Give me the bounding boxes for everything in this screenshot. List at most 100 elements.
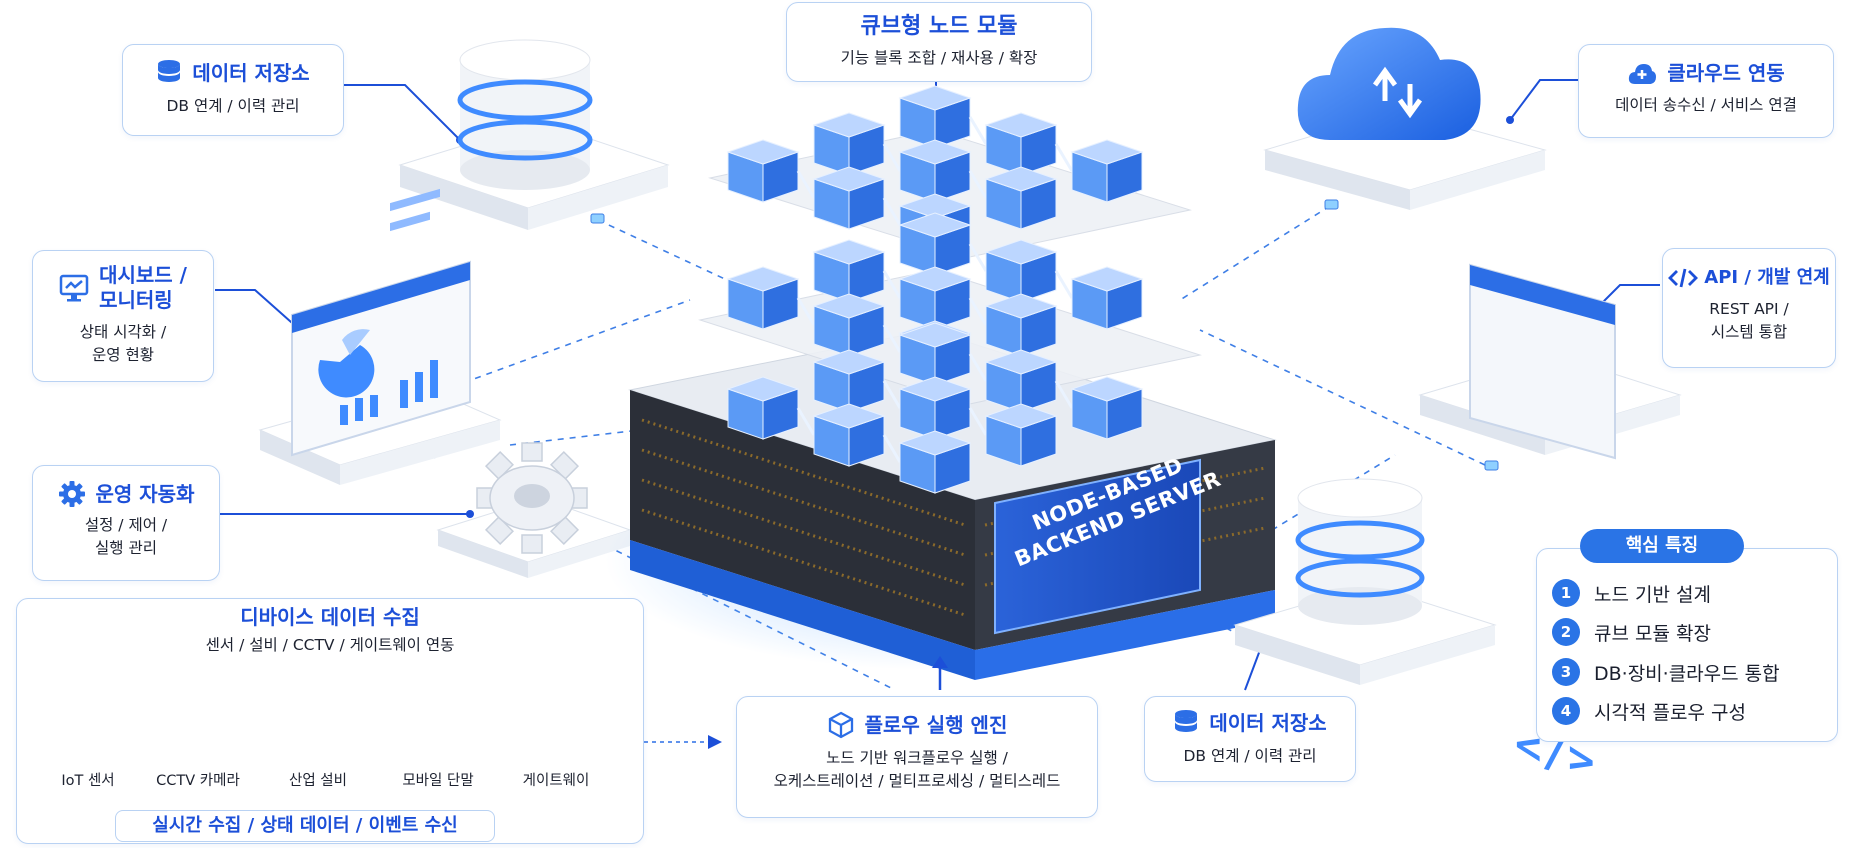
- api-sub-line1: REST API /: [1709, 299, 1789, 318]
- node-cube: [898, 212, 972, 276]
- cube-icon: [827, 711, 855, 739]
- node-cube: [984, 166, 1058, 230]
- device-label-machine: 산업 설비: [289, 773, 347, 789]
- gear-icon: [58, 480, 86, 508]
- node-cube: [984, 239, 1058, 303]
- cube-link: [968, 297, 988, 326]
- node-cube: [726, 376, 800, 440]
- node-cube: [984, 112, 1058, 176]
- cloud-illustration: [1263, 27, 1547, 210]
- dashboard-card: 대시보드 / 모니터링 상태 시각화 / 운영 현황: [32, 250, 214, 382]
- feature-number: 3: [1552, 658, 1580, 686]
- node-cube: [726, 139, 800, 203]
- features-title: 핵심 특징: [1580, 529, 1744, 563]
- cube-link: [968, 353, 988, 382]
- storage-bottom-card: 데이터 저장소 DB 연계 / 이력 관리: [1144, 696, 1356, 782]
- node-cube: [812, 112, 886, 176]
- cube-link: [968, 170, 988, 199]
- automation-sub-line2: 실행 관리: [95, 539, 157, 558]
- dashboard-title-line2: 모니터링: [99, 288, 173, 312]
- node-cube: [898, 430, 972, 494]
- cube-link: [882, 270, 902, 299]
- feature-label: 큐브 모듈 확장: [1594, 622, 1711, 645]
- database-icon: [156, 59, 182, 87]
- node-cube: [812, 166, 886, 230]
- feature-number: 4: [1552, 697, 1580, 725]
- code-window-illustration: </>: [1418, 263, 1682, 788]
- automation-sub-line1: 설정 / 제어 /: [84, 516, 168, 534]
- cloud-subtitle: 데이터 송수신 / 서비스 연결: [1615, 96, 1797, 114]
- storage-top-title: 데이터 저장소: [192, 60, 310, 85]
- cube-link: [882, 324, 902, 353]
- cube-link: [1054, 380, 1074, 409]
- cube-link: [796, 407, 816, 436]
- device-label-gateway: 게이트웨이: [522, 773, 590, 789]
- cloud-card: 클라우드 연동 데이터 송수신 / 서비스 연결: [1578, 44, 1834, 138]
- feature-item: 3 DB·장비·클라우드 통합: [1552, 658, 1780, 686]
- cube-link: [882, 380, 902, 409]
- feature-number: 1: [1552, 579, 1580, 607]
- devices-card: 디바이스 데이터 수집 센서 / 설비 / CCTV / 게이트웨이 연동: [16, 598, 644, 844]
- dashboard-title-line1: 대시보드 /: [99, 263, 187, 287]
- cloud-title: 클라우드 연동: [1667, 61, 1785, 85]
- arrow-to-engine: [708, 735, 722, 749]
- dashboard-sub-line1: 상태 시각화 /: [79, 323, 167, 341]
- cube-link: [882, 434, 902, 463]
- database-bottom-illustration: [1233, 478, 1497, 685]
- gear-illustration: [436, 442, 632, 578]
- node-cube: [726, 266, 800, 330]
- cube-module-subtitle: 기능 블록 조합 / 재사용 / 확장: [840, 48, 1038, 67]
- automation-title: 운영 자동화: [95, 481, 195, 506]
- node-cube: [898, 322, 972, 386]
- cube-link: [882, 197, 902, 226]
- cube-module-card: 큐브형 노드 모듈 기능 블록 조합 / 재사용 / 확장: [786, 2, 1092, 82]
- feature-item: 4 시각적 플로우 구성: [1552, 697, 1746, 725]
- storage-top-card: 데이터 저장소 DB 연계 / 이력 관리: [122, 44, 344, 136]
- cube-module-title: 큐브형 노드 모듈: [860, 14, 1018, 39]
- flow-engine-sub-line2: 오케스트레이션 / 멀티프로세싱 / 멀티스레드: [773, 772, 1061, 791]
- flow-engine-card: 플로우 실행 엔진 노드 기반 워크플로우 실행 / 오케스트레이션 / 멀티프…: [736, 696, 1098, 818]
- node-cube: [812, 349, 886, 413]
- features-card: [1536, 548, 1838, 742]
- node-cube: [1070, 376, 1144, 440]
- device-label-cctv: CCTV 카메라: [156, 773, 240, 789]
- cube-link: [1054, 270, 1074, 299]
- devices-subtitle: 센서 / 설비 / CCTV / 게이트웨이 연동: [205, 636, 455, 654]
- api-card: API / 개발 연계 REST API / 시스템 통합: [1662, 248, 1836, 368]
- cube-link: [796, 170, 816, 199]
- cube-link: [796, 297, 816, 326]
- node-cube: [984, 349, 1058, 413]
- node-cube: [898, 376, 972, 440]
- database-top-illustration: [398, 39, 670, 230]
- node-cube: [812, 403, 886, 467]
- storage-bottom-subtitle: DB 연계 / 이력 관리: [1183, 747, 1317, 765]
- automation-card: 운영 자동화 설정 / 제어 / 실행 관리: [32, 465, 220, 581]
- node-cube: [898, 139, 972, 203]
- flow-engine-title: 플로우 실행 엔진: [864, 712, 1008, 737]
- cube-link: [968, 407, 988, 436]
- feature-label: 노드 기반 설계: [1594, 583, 1711, 606]
- monitor-chart-icon: [59, 274, 89, 302]
- code-icon: [1668, 267, 1699, 289]
- node-cube: [812, 239, 886, 303]
- node-cube: [1070, 139, 1144, 203]
- engine-up-arrow: [932, 656, 948, 690]
- node-cube: [1070, 266, 1144, 330]
- node-cube: [984, 403, 1058, 467]
- node-cube: [812, 293, 886, 357]
- api-title: API / 개발 연계: [1704, 267, 1830, 288]
- feature-item: 2 큐브 모듈 확장: [1552, 618, 1711, 646]
- api-sub-line2: 시스템 통합: [1710, 322, 1788, 341]
- database-icon: [1173, 709, 1199, 737]
- feature-item: 1 노드 기반 설계: [1552, 579, 1711, 607]
- cube-link: [882, 143, 902, 172]
- device-label-mobile: 모바일 단말: [402, 773, 474, 789]
- node-cube: [984, 293, 1058, 357]
- cube-link: [968, 116, 988, 145]
- node-cube: [898, 266, 972, 330]
- cube-link: [1054, 143, 1074, 172]
- storage-bottom-title: 데이터 저장소: [1209, 710, 1327, 735]
- dashboard-sub-line2: 운영 현황: [92, 346, 154, 365]
- feature-number: 2: [1552, 618, 1580, 646]
